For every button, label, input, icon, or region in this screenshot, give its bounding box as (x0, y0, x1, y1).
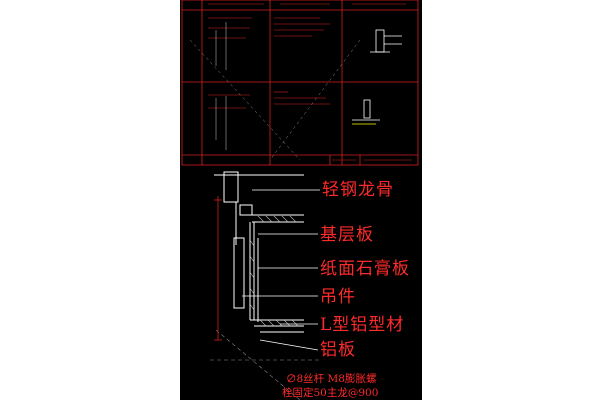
label-l-aluminum-profile: L型铝型材 (320, 315, 405, 335)
spec-table-column-text (215, 22, 227, 150)
label-light-steel-keel: 轻钢龙骨 (322, 180, 394, 200)
cad-drawing-canvas: 轻钢龙骨 基层板 纸面石膏板 吊件 L型铝型材 铝板 ∅8丝杆 M8膨胀螺 栓固… (180, 0, 422, 400)
table-leaders (189, 39, 361, 161)
label-base-board: 基层板 (320, 225, 374, 245)
label-leaders (242, 189, 320, 351)
note-rod-bolt: ∅8丝杆 M8膨胀螺 (286, 373, 377, 385)
note-fix-keel: 栓固定50主龙@900 (282, 387, 379, 399)
wall-block (233, 237, 245, 309)
table-detail-top (370, 29, 402, 53)
table-detail-bottom (352, 99, 380, 125)
cad-linework (181, 0, 419, 400)
spec-table (181, 0, 419, 166)
ceiling-slab (223, 171, 239, 203)
bottom-leaders (210, 329, 320, 400)
label-aluminum-plate: 铝板 (320, 340, 356, 360)
steel-keel (239, 204, 253, 216)
label-hanger: 吊件 (320, 287, 356, 307)
axis-tick-marks (214, 196, 222, 341)
label-gypsum-board: 纸面石膏板 (320, 259, 410, 279)
section-detail (214, 171, 304, 333)
hatch-layer (249, 215, 299, 327)
spec-table-text (208, 3, 412, 161)
